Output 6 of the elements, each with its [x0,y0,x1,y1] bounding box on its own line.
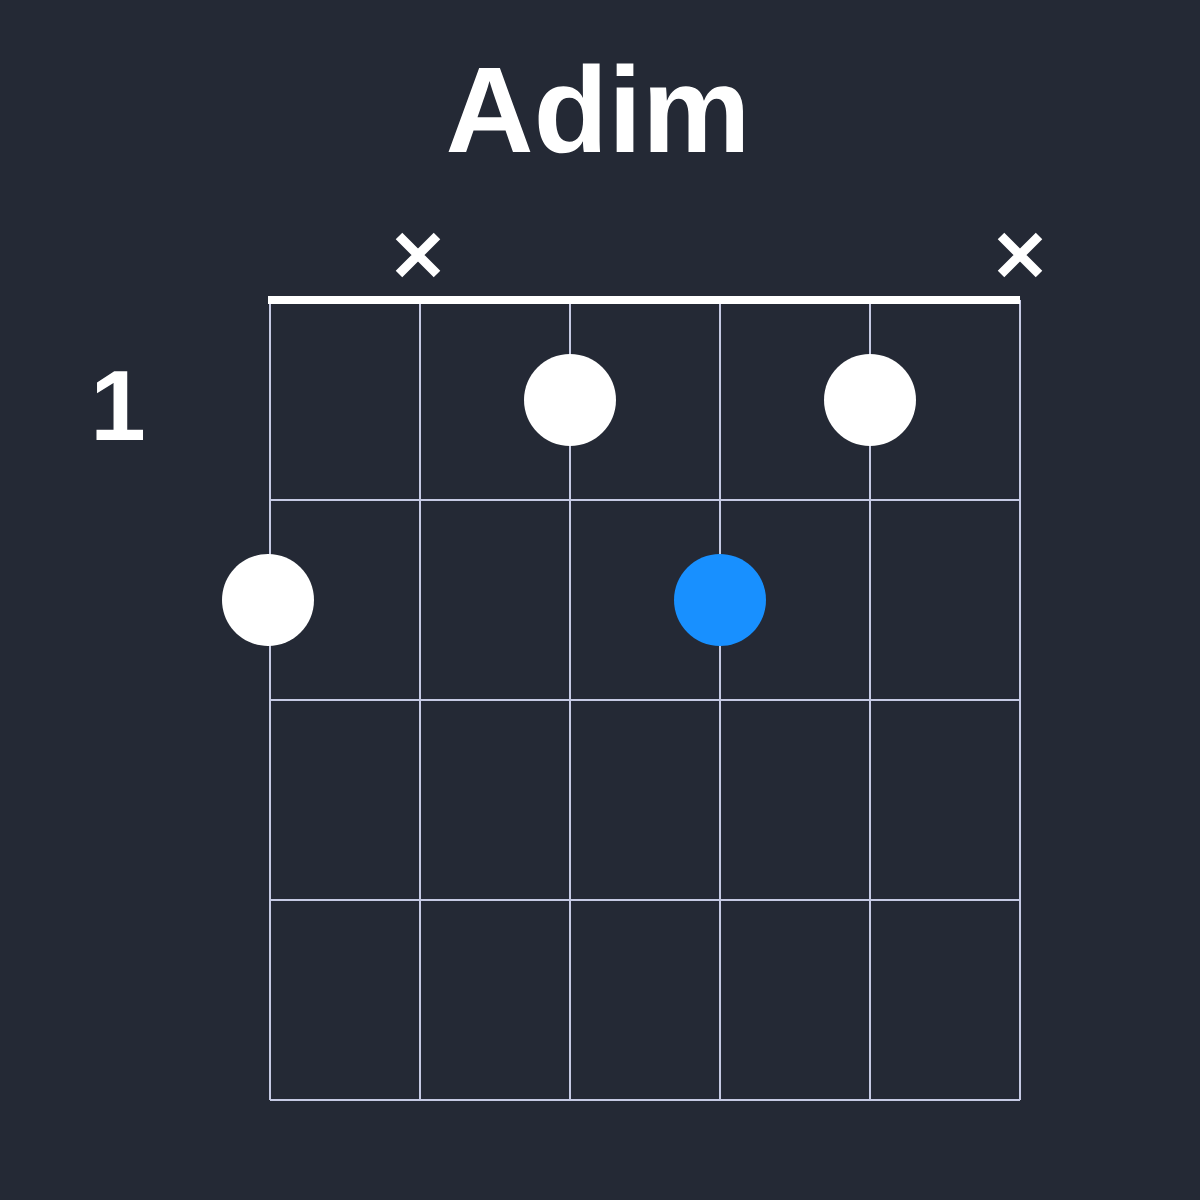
chord-title: Adim [448,63,743,154]
finger-dot [524,354,616,446]
finger-dot [222,554,314,646]
finger-dot [824,354,916,446]
fret-number: 1 [96,371,143,440]
finger-dot [674,554,766,646]
